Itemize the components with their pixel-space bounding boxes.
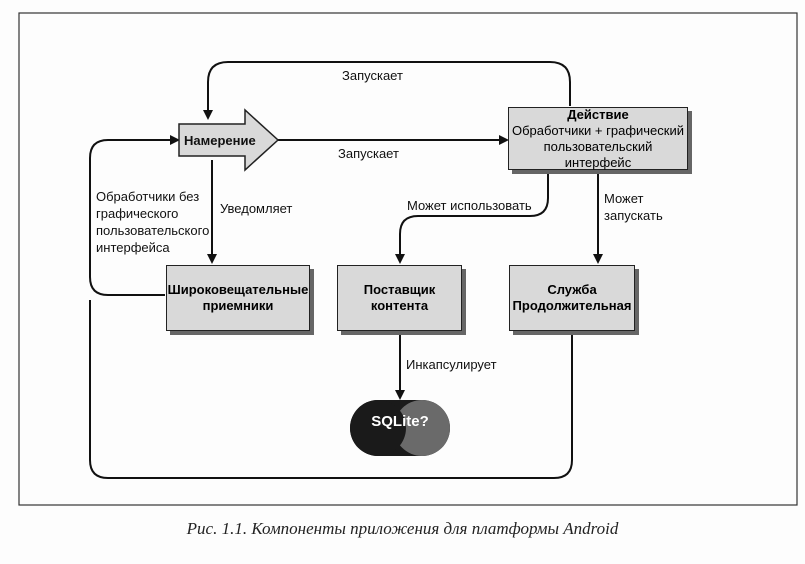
edge-may-use	[395, 170, 549, 264]
service-line1: Служба	[547, 282, 597, 297]
provider-line2: контента	[370, 298, 429, 313]
edge-handlers	[89, 135, 180, 296]
label-may-launch-2: запускать	[604, 208, 663, 223]
activity-line1: Обработчики + графический	[511, 122, 685, 138]
activity-title: Действие	[567, 106, 629, 122]
label-handlers-3: пользовательского	[96, 223, 210, 238]
figure-frame	[18, 12, 798, 506]
label-may-launch-1: Может	[604, 191, 644, 206]
figure-caption: Рис. 1.1. Компоненты приложения для плат…	[186, 519, 619, 538]
content-provider-box: Поставщик контента	[337, 265, 462, 331]
broadcast-line1: Широковещательные	[167, 282, 309, 297]
label-may-use: Может использовать	[407, 198, 532, 213]
label-launches-top: Запускает	[342, 68, 403, 83]
provider-line1: Поставщик	[363, 282, 436, 297]
activity-line2: пользовательский интерфейс	[543, 138, 653, 170]
service-line2: Продолжительная	[512, 298, 632, 313]
label-handlers-2: графического	[96, 206, 179, 221]
label-encapsulates: Инкапсулирует	[406, 357, 497, 372]
label-handlers-4: интерфейса	[96, 240, 170, 255]
broadcast-receivers-box: Широковещательные приемники	[166, 265, 310, 331]
label-handlers-1: Обработчики без	[96, 189, 200, 204]
edge-launches-top	[203, 61, 571, 120]
edge-service-loop	[89, 300, 573, 479]
intent-label: Намерение	[184, 133, 256, 148]
sqlite-node	[350, 400, 450, 456]
label-notifies: Уведомляет	[220, 201, 293, 216]
label-launches-mid: Запускает	[338, 146, 399, 161]
activity-box: Действие Обработчики + графический польз…	[508, 107, 688, 170]
broadcast-line2: приемники	[202, 298, 274, 313]
sqlite-label: SQLite?	[371, 413, 429, 430]
intent-arrow-shape	[178, 108, 280, 172]
service-box: Служба Продолжительная	[509, 265, 635, 331]
